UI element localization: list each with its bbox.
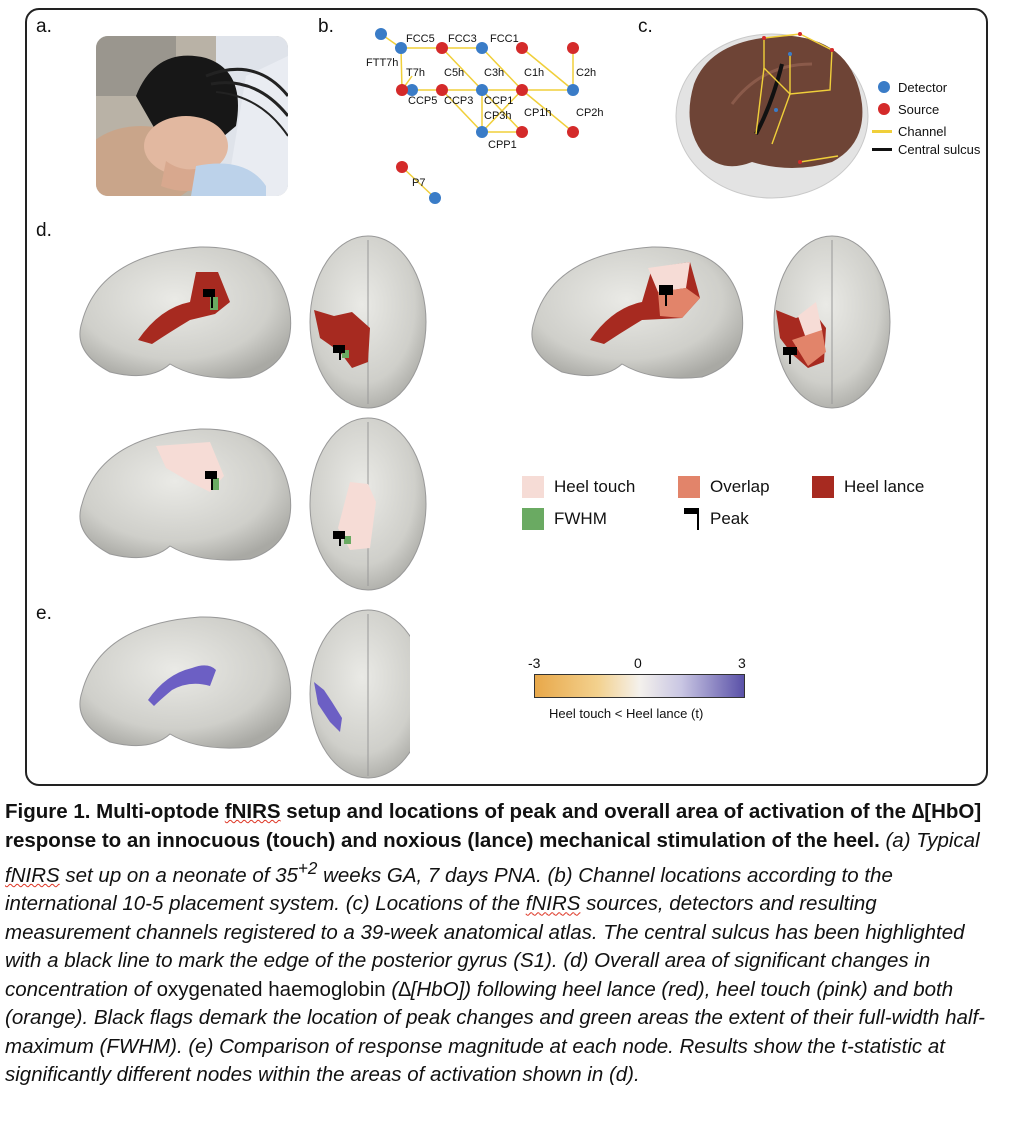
ch-c3h: C3h [484, 67, 504, 79]
lateral-brain-touch [79, 428, 292, 561]
ch-cpp1: CPP1 [488, 139, 517, 151]
ch-p7: P7 [412, 177, 425, 189]
legend-peak: Peak [682, 506, 749, 532]
caption-a-sup: +2 [297, 859, 318, 878]
peak-label: Peak [710, 509, 749, 528]
caption-a-part3: weeks GA, 7 days PNA. [317, 863, 542, 887]
legend-channel: Channel [898, 123, 947, 139]
panel-letter-b: b. [318, 16, 334, 37]
ch-fcc3: FCC3 [448, 33, 477, 45]
panel-letter-e: e. [36, 603, 52, 624]
colorbar-label: Heel touch < Heel lance (t) [549, 706, 704, 721]
heel-touch-label: Heel touch [554, 477, 636, 496]
overlap-label: Overlap [710, 477, 770, 496]
legend-detector: Detector [898, 79, 948, 95]
ch-c5h: C5h [444, 67, 464, 79]
legend-source: Source [898, 101, 940, 117]
figure-caption: Figure 1. Multi-optode fNIRS setup and l… [5, 798, 1005, 1090]
fwhm-swatch [522, 508, 544, 530]
ch-c2h: C2h [576, 67, 596, 79]
caption-b: (b) Channel locations according to the i… [5, 863, 893, 916]
caption-d-part2: (∆[HbO]) following heel lance (red), hee… [5, 977, 986, 1058]
caption-d-plain: oxygenated haemoglobin [156, 977, 386, 1001]
channel-map: FCC5 FCC3 FCC1 FTT7h T7h C5h C3h C1h C2h… [366, 28, 604, 204]
ch-ccp3: CCP3 [444, 95, 473, 107]
lateral-brain-tstat [79, 616, 292, 749]
ch-t7h: T7h [406, 67, 425, 79]
caption-d-part1: (d) Overall area of significant changes … [5, 949, 931, 1001]
ch-fcc5: FCC5 [406, 33, 435, 45]
brain-3d-render [675, 32, 869, 199]
lateral-brain-overlap [531, 246, 744, 379]
sulcus-line-icon [872, 147, 892, 151]
caption-title-part1: Figure 1. Multi-optode [5, 800, 225, 823]
channel-line-icon [872, 129, 892, 133]
caption-title-part2: setup and locations of peak and overall … [5, 800, 982, 852]
caption-a-part2: set up on a neonate of 35 [59, 863, 298, 887]
legend-overlap: Overlap [678, 476, 770, 498]
legend-heel-touch: Heel touch [522, 476, 635, 498]
brain-renders-d [79, 235, 891, 591]
fwhm-label: FWHM [554, 509, 607, 528]
heel-touch-swatch [522, 476, 544, 498]
top-brain-tstat [309, 609, 410, 779]
colorbar-min: -3 [528, 655, 541, 671]
ch-ccp5: CCP5 [408, 95, 437, 107]
legend-c: Detector Source Channel Central sulcus [872, 79, 981, 160]
caption-c-part1: (c) Locations of the [340, 892, 526, 916]
brain-renders-e [79, 609, 410, 779]
colorbar-max: 3 [738, 655, 746, 671]
figure-frame [25, 8, 988, 786]
source-icon [878, 103, 890, 115]
panel-letter-d: d. [36, 220, 52, 241]
caption-title-fnirs: fNIRS [224, 800, 281, 823]
caption-c-part2: sources, detectors and resulting measure… [5, 892, 965, 973]
caption-c-fnirs: fNIRS [525, 892, 581, 916]
heel-lance-swatch [812, 476, 834, 498]
peak-flag-icon [684, 508, 699, 530]
caption-a-part1: (a) Typical [879, 828, 980, 852]
ch-cp2h: CP2h [576, 107, 604, 119]
legend-heel-lance: Heel lance [812, 476, 924, 498]
ch-ccp1: CCP1 [484, 95, 513, 107]
ch-c1h: C1h [524, 67, 544, 79]
top-brain-overlap [773, 235, 891, 409]
neonate-photo [96, 36, 288, 196]
caption-e: (e) Comparison of response magnitude at … [5, 1034, 945, 1087]
legend-central-sulcus: Central sulcus [898, 141, 981, 157]
overlap-swatch [678, 476, 700, 498]
heel-lance-label: Heel lance [844, 477, 925, 496]
ch-ftt7h: FTT7h [366, 57, 398, 69]
ch-cp3h: CP3h [484, 110, 512, 122]
colorbar [534, 674, 745, 698]
lateral-brain-lance [79, 246, 292, 379]
top-brain-lance [309, 235, 427, 409]
panel-letter-a: a. [36, 16, 52, 37]
ch-fcc1: FCC1 [490, 33, 519, 45]
legend-fwhm: FWHM [522, 508, 607, 530]
ch-cp1h: CP1h [524, 107, 552, 119]
top-brain-touch [309, 417, 427, 591]
detector-icon [878, 81, 890, 93]
colorbar-mid: 0 [634, 655, 642, 671]
caption-a-fnirs: fNIRS [5, 863, 60, 887]
panel-letter-c: c. [638, 16, 653, 37]
